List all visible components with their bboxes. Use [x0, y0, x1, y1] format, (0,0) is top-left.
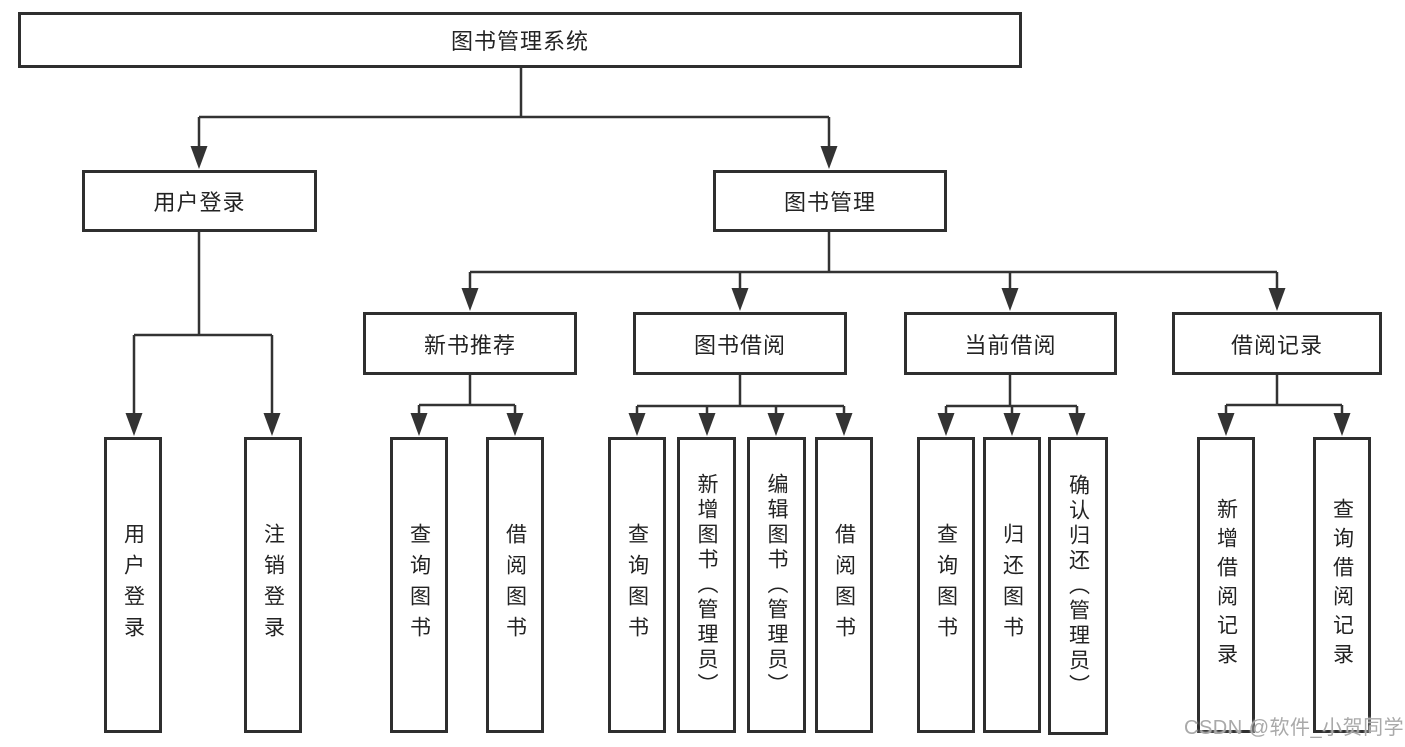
leaf-add-book-admin: 新增图书（管理员）: [677, 437, 736, 733]
node-library-system: 图书管理系统: [18, 12, 1022, 68]
leaf-query-books-borrow: 查询图书: [608, 437, 666, 733]
leaf-logout: 注销登录: [244, 437, 302, 733]
node-user-login-group: 用户登录: [82, 170, 317, 232]
node-current-borrow: 当前借阅: [904, 312, 1117, 375]
leaf-borrow-books-recommend: 借阅图书: [486, 437, 544, 733]
leaf-query-books-recommend: 查询图书: [390, 437, 448, 733]
connector-segments: [132, 68, 1344, 417]
leaf-user-login: 用户登录: [104, 437, 162, 733]
leaf-add-borrow-record: 新增借阅记录: [1197, 437, 1255, 733]
node-book-management: 图书管理: [713, 170, 947, 232]
leaf-borrow-books-borrow: 借阅图书: [815, 437, 873, 733]
node-borrow-records: 借阅记录: [1172, 312, 1382, 375]
leaf-query-borrow-record: 查询借阅记录: [1313, 437, 1371, 733]
leaf-query-books-current: 查询图书: [917, 437, 975, 733]
leaf-return-book: 归还图书: [983, 437, 1041, 733]
leaf-confirm-return-admin: 确认归还（管理员）: [1048, 437, 1108, 735]
leaf-edit-book-admin: 编辑图书（管理员）: [747, 437, 806, 733]
csdn-watermark: CSDN @软件_小贺同学: [1184, 717, 1405, 739]
node-new-book-recommend: 新书推荐: [363, 312, 577, 375]
arrowheads: [125, 146, 1351, 436]
node-book-borrow: 图书借阅: [633, 312, 847, 375]
